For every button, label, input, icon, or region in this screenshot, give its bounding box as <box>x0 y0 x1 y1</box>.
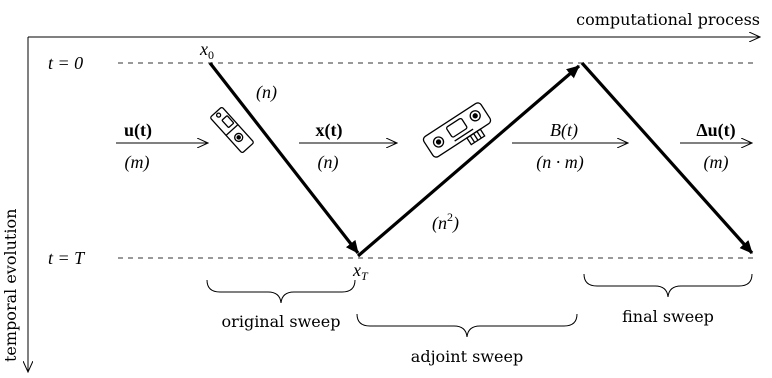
final-sweep-line <box>580 61 754 255</box>
final-sweep-label: final sweep <box>622 307 714 326</box>
tT-label: t = T <box>48 248 86 268</box>
input-size: (m) <box>125 152 150 173</box>
adjoint-sweep-line <box>356 64 581 258</box>
input-name: u(t) <box>124 120 152 141</box>
original-sweep-line <box>208 62 360 254</box>
final-sweep-brace <box>583 273 753 298</box>
adjoint-complexity: (n2) <box>432 210 459 234</box>
xT-label: xT <box>352 260 369 283</box>
sensitivity-size: (n · m) <box>536 152 584 173</box>
computational-process-label: computational process <box>576 10 760 29</box>
state-name: x(t) <box>316 120 343 141</box>
original-complexity: (n) <box>256 82 277 103</box>
sensitivity-name: B(t) <box>550 120 578 141</box>
state-size: (n) <box>318 152 339 173</box>
camera-icon <box>210 106 254 154</box>
temporal-evolution-label: temporal evolution <box>1 209 20 362</box>
output-name: Δu(t) <box>696 120 735 141</box>
adjoint-sweep-label: adjoint sweep <box>411 347 523 366</box>
x0-label: x0 <box>199 39 214 62</box>
original-sweep-brace <box>206 279 356 304</box>
original-sweep-label: original sweep <box>222 312 341 331</box>
adjoint-sweep-brace <box>356 313 578 338</box>
t0-label: t = 0 <box>48 53 83 73</box>
output-size: (m) <box>704 152 729 173</box>
projector-icon <box>422 102 492 158</box>
